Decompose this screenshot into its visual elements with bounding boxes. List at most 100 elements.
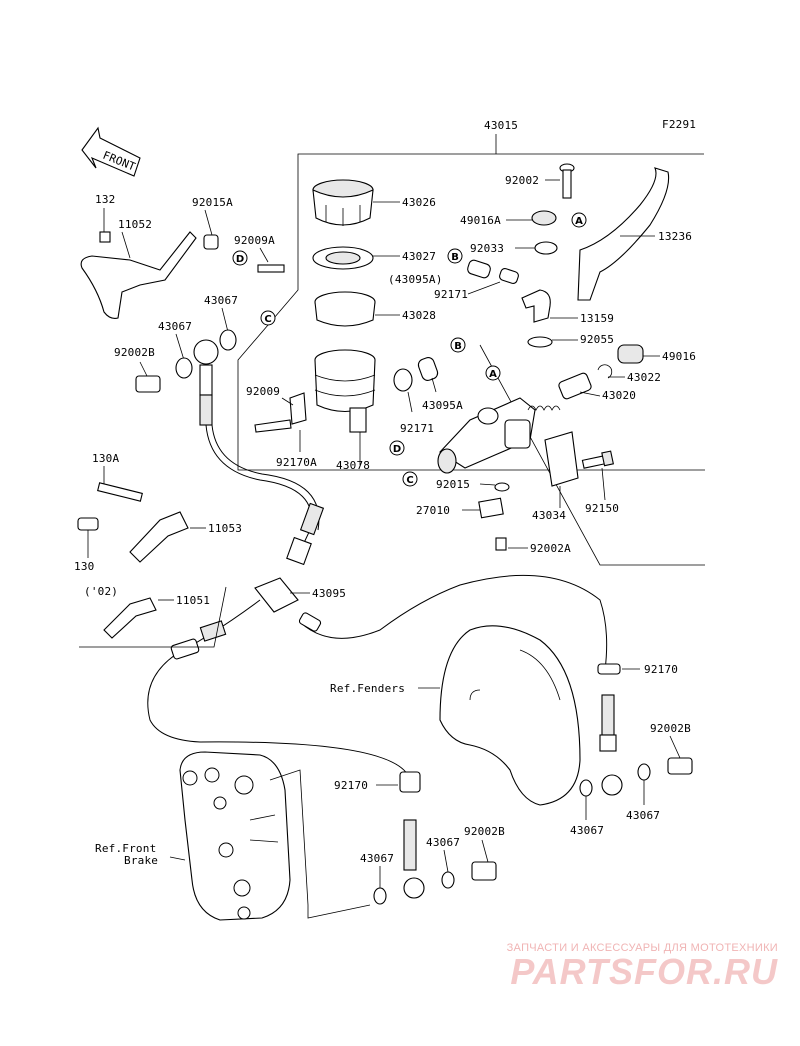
banjo-bolt-right — [667, 757, 693, 775]
master-cylinder-body — [437, 397, 536, 474]
clamp-bolt — [581, 450, 614, 469]
marker-C-mid: C — [402, 471, 418, 487]
piston-spring-kit — [527, 372, 592, 411]
marker-B-mid: B — [450, 337, 466, 353]
svg-text:B: B — [451, 252, 459, 263]
reservoir-diaphragm — [314, 291, 376, 327]
reservoir-bracket — [254, 392, 307, 433]
bolt-130 — [77, 517, 99, 531]
hose-clamp-11051 — [103, 597, 157, 639]
svg-text:C: C — [406, 475, 413, 486]
svg-text:B: B — [454, 341, 462, 352]
switch-screw — [495, 537, 507, 551]
washer-43067-b1 — [373, 887, 387, 905]
brake-switch — [478, 497, 504, 519]
svg-text:C: C — [264, 314, 271, 325]
svg-text:D: D — [393, 444, 401, 455]
banjo-bolt-upper — [135, 375, 161, 393]
dust-boot — [617, 344, 644, 364]
washer-43067b — [175, 357, 193, 379]
part-label-92170-l: 92170 — [334, 779, 368, 792]
spacer-92015A — [203, 234, 219, 250]
svg-text:A: A — [489, 369, 497, 380]
part-label-92171b: 92171 — [400, 422, 434, 435]
washer-43067-r2 — [637, 763, 651, 781]
banjo-bolt-lower — [471, 861, 497, 881]
bolt-130A — [97, 482, 143, 502]
part-label-43095: 43095 — [312, 587, 346, 600]
washer-92033 — [534, 241, 558, 255]
washer-43067-b2 — [441, 871, 455, 889]
front-fender — [439, 625, 581, 806]
pivot-bolt — [559, 163, 575, 199]
part-label-92055: 92055 — [580, 333, 614, 346]
part-label-11052: 11052 — [118, 218, 152, 231]
part-label-92002B-a: 92002B — [114, 346, 155, 359]
assembly-label: 43015 — [484, 119, 518, 132]
part-label-43095A: 43095A — [422, 399, 463, 412]
circlip — [597, 364, 613, 379]
part-label-92002B-b: 92002B — [464, 825, 505, 838]
part-label-43078: 43078 — [336, 459, 370, 472]
upper-banjo-fitting — [193, 339, 219, 426]
brake-hose — [147, 424, 608, 781]
lever-bushing — [531, 210, 557, 226]
reservoir-body — [314, 349, 376, 433]
banjo-nut-92015 — [494, 482, 510, 492]
part-label-27010: 27010 — [416, 504, 450, 517]
figure-code: F2291 — [662, 118, 696, 131]
part-label-130A: 130A — [92, 452, 119, 465]
ref-front-brake-1: Ref.Front — [95, 842, 156, 855]
part-label-92002: 92002 — [505, 174, 539, 187]
master-cylinder-clamp — [544, 431, 579, 487]
part-label-43067-b1: 43067 — [360, 852, 394, 865]
watermark-tagline: ЗАПЧАСТИ И АКСЕССУАРЫ ДЛЯ МОТОТЕХНИКИ — [506, 942, 778, 954]
marker-D-left: D — [232, 250, 248, 266]
part-label-11051: 11051 — [176, 594, 210, 607]
part-label-92150: 92150 — [585, 502, 619, 515]
bolt-132 — [99, 231, 111, 243]
part-label-43020: 43020 — [602, 389, 636, 402]
bolt-92009A — [257, 264, 285, 273]
marker-D-mid: D — [389, 440, 405, 456]
svg-text:A: A — [575, 216, 583, 227]
marker-A-top: A — [571, 212, 587, 228]
part-label-92009A: 92009A — [234, 234, 275, 247]
washer-43067a — [219, 329, 237, 351]
hose-clamp-11053 — [129, 511, 189, 563]
lower-hose-fittings — [399, 771, 425, 899]
part-label-43067-r2: 43067 — [626, 809, 660, 822]
svg-text:D: D — [236, 254, 244, 265]
part-label-43067-b2: 43067 — [426, 836, 460, 849]
marker-C-left: C — [260, 310, 276, 326]
part-label-92015A: 92015A — [192, 196, 233, 209]
marker-B-top: B — [447, 248, 463, 264]
part-label-43027: 43027 — [402, 250, 436, 263]
part-label-43067a: 43067 — [204, 294, 238, 307]
part-label-49016: 49016 — [662, 350, 696, 363]
part-label-92033: 92033 — [470, 242, 504, 255]
reservoir-hose-clamp — [393, 357, 439, 392]
part-label-43028: 43028 — [402, 309, 436, 322]
part-label-43067-r1: 43067 — [570, 824, 604, 837]
part-label-132: 132 — [95, 193, 115, 206]
watermark: ЗАПЧАСТИ И АКСЕССУАРЫ ДЛЯ МОТОТЕХНИКИ PA… — [507, 942, 778, 990]
part-label-130: 130 — [74, 560, 94, 573]
part-label-92009: 92009 — [246, 385, 280, 398]
washer-43067-r1 — [579, 779, 593, 797]
year-note: ('02) — [84, 585, 118, 598]
watermark-brand: PARTSFOR.RU — [510, 951, 778, 992]
part-label-92170-r: 92170 — [644, 663, 678, 676]
part-label-49016A: 49016A — [460, 214, 501, 227]
marker-A-mid: A — [485, 365, 501, 381]
part-label-92002B-r: 92002B — [650, 722, 691, 735]
part-label-11053: 11053 — [208, 522, 242, 535]
part-label-92171a: 92171 — [434, 288, 468, 301]
o-ring — [527, 336, 553, 348]
year-variant-box — [79, 586, 227, 648]
front-brake-caliper — [179, 751, 291, 921]
part-label-43026: 43026 — [402, 196, 436, 209]
front-arrow-icon: FRONT — [81, 126, 141, 177]
fitting-elbow — [521, 289, 551, 323]
part-label-43067b: 43067 — [158, 320, 192, 333]
